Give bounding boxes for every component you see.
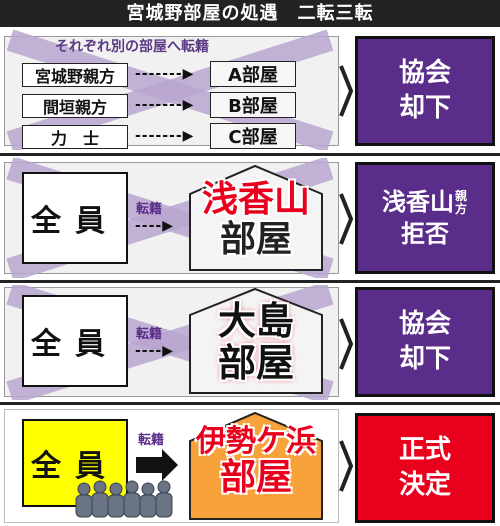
transfer-arrow: ----▶ (135, 343, 175, 359)
result-line: 浅香山親方 (382, 186, 468, 218)
stable-name: 浅香山 部屋 (190, 180, 322, 259)
result-box-3: 協会 却下 (355, 287, 495, 397)
all-members-box: 全員 (22, 172, 128, 264)
result-small: 親方 (454, 189, 467, 216)
stable-name: 大島 部屋 (190, 299, 322, 385)
transfer-label: 転籍 (136, 327, 163, 342)
divider (0, 153, 500, 156)
chevron-right-icon (339, 65, 354, 117)
round-1-subtitle: それぞれ別の部屋へ転籍 (55, 39, 209, 55)
stable-line: 大島 (217, 299, 294, 343)
chevron-right-icon (339, 440, 354, 492)
from-label-1: 宮城野親方 (22, 63, 128, 87)
round-2: 全員 転籍 ----▶ 浅香山 部屋 浅香山親方 拒否 (0, 158, 500, 278)
result-line-1: 浅香山 (382, 187, 454, 216)
stable-line: 部屋 (217, 340, 294, 385)
result-line: 協会 (398, 308, 451, 339)
arrow-dots-2: -------▶ (135, 97, 195, 113)
all-members-box: 全員 (22, 295, 128, 387)
from-label-3: 力 士 (22, 125, 128, 149)
chevron-right-icon (339, 193, 354, 245)
divider (0, 280, 500, 283)
wrestlers-icon (75, 480, 173, 518)
stable-line: 部屋 (219, 218, 292, 260)
round-3: 全員 転籍 ----▶ 大島 部屋 協会 却下 (0, 285, 500, 400)
result-box-2: 浅香山親方 拒否 (355, 162, 495, 274)
stable-house-icon (189, 411, 323, 520)
to-label-1: A部屋 (210, 61, 296, 87)
stable-name: 伊勢ケ浜 部屋 (190, 425, 322, 498)
chevron-right-icon (339, 318, 354, 370)
transfer-label: 転籍 (138, 433, 165, 448)
result-line: 拒否 (401, 220, 449, 248)
result-box-4: 正式 決定 (355, 413, 495, 523)
arrow-right-icon (136, 449, 178, 481)
page-title: 宮城野部屋の処遇 二転三転 (0, 0, 500, 27)
result-line: 協会 (398, 57, 451, 88)
result-line: 決定 (398, 470, 451, 500)
divider (0, 402, 500, 405)
arrow-dots-3: -------▶ (135, 128, 195, 144)
to-label-3: C部屋 (210, 123, 296, 149)
round-1: それぞれ別の部屋へ転籍 宮城野親方 -------▶ A部屋 間垣親方 ----… (0, 30, 500, 150)
result-line: 正式 (398, 434, 451, 465)
from-label-2: 間垣親方 (22, 94, 128, 118)
stable-line: 伊勢ケ浜 (196, 424, 316, 459)
round-4: 全員 転籍 伊勢ケ浜 部屋 正式 決定 (0, 407, 500, 526)
stable-house-icon (189, 164, 323, 271)
all-members-box: 全員 (22, 419, 128, 507)
stable-house-icon (189, 287, 323, 394)
stable-line: 部屋 (219, 457, 292, 498)
result-box-1: 協会 却下 (355, 36, 495, 146)
result-line: 却下 (398, 93, 451, 123)
result-line: 却下 (398, 344, 451, 374)
to-label-2: B部屋 (210, 92, 296, 118)
transfer-arrow: ----▶ (135, 218, 175, 234)
stable-line: 浅香山 (201, 179, 310, 220)
arrow-dots-1: -------▶ (135, 66, 195, 82)
transfer-label: 転籍 (136, 202, 163, 217)
